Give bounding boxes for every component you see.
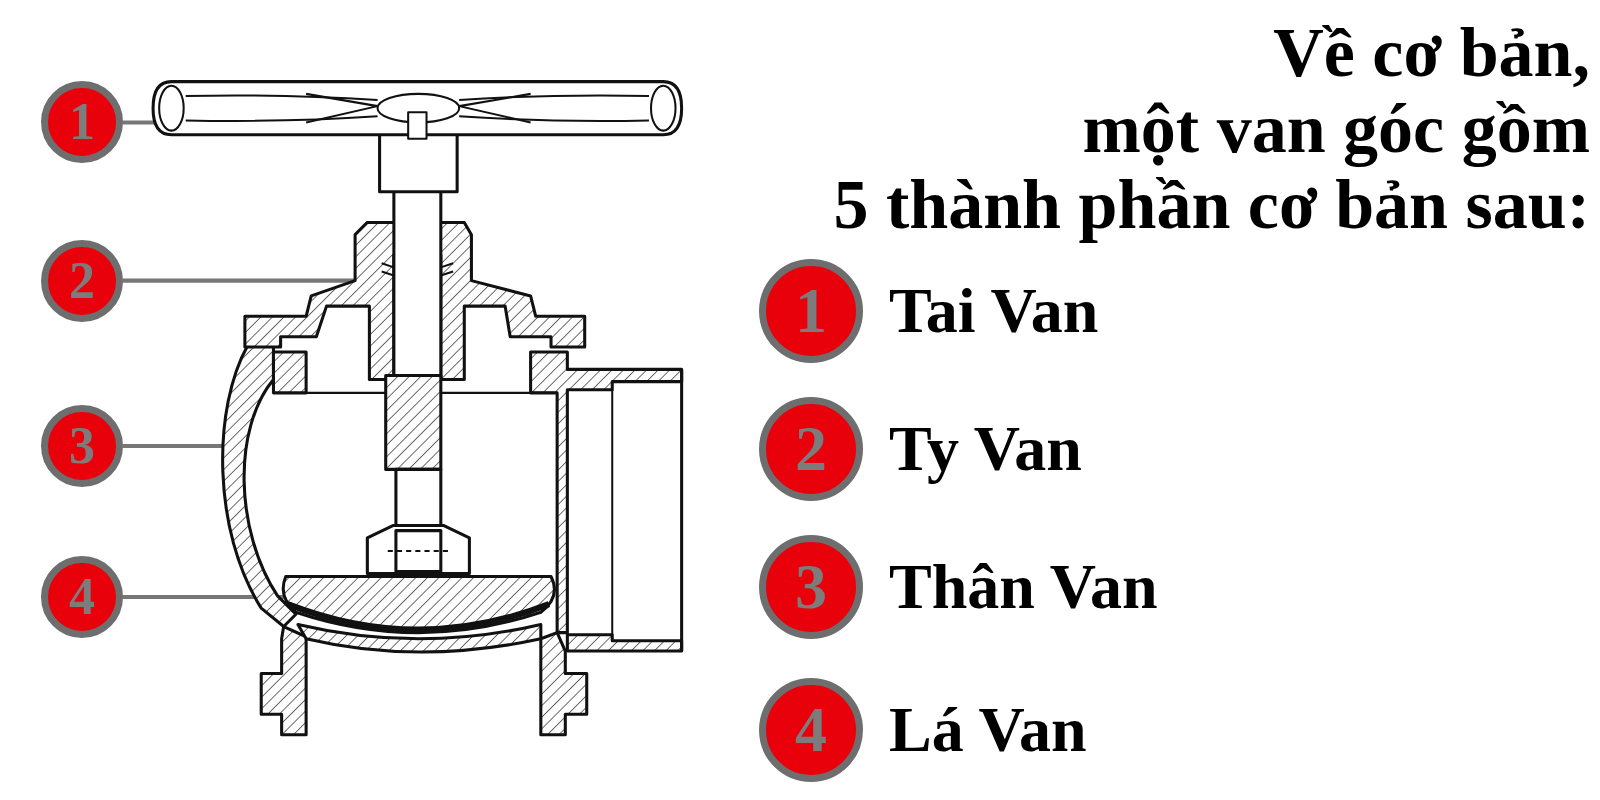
callout-node: 2 (41, 240, 123, 322)
callout-circle: 3 (759, 535, 863, 639)
part-item: 3 Thân Van (759, 535, 1158, 639)
callout-number: 4 (69, 571, 95, 623)
callout-circle: 1 (759, 259, 863, 363)
callout-number: 4 (795, 698, 827, 762)
title-block: Về cơ bản, một van góc gồm 5 thành phần … (790, 15, 1590, 243)
callout-node: 4 (41, 556, 123, 638)
valve-disc (283, 577, 554, 633)
callout-number: 1 (69, 96, 95, 148)
part-name: Tai Van (889, 276, 1098, 346)
callout-node: 1 (41, 81, 123, 163)
part-name: Lá Van (889, 695, 1086, 765)
part-item: 4 Lá Van (759, 678, 1086, 782)
callout-circle: 3 (41, 405, 123, 487)
part-item: 2 Ty Van (759, 397, 1082, 501)
callout-circle: 1 (41, 81, 123, 163)
callout-circle: 2 (41, 240, 123, 322)
part-name: Thân Van (889, 552, 1158, 622)
callout-circle: 2 (759, 397, 863, 501)
callout-number: 2 (795, 417, 827, 481)
callout-circle: 4 (41, 556, 123, 638)
heading: Về cơ bản, một van góc gồm 5 thành phần … (833, 14, 1590, 243)
callout-number: 2 (69, 255, 95, 307)
callout-number: 1 (795, 279, 827, 343)
callout-number: 3 (69, 420, 95, 472)
part-item: 1 Tai Van (759, 259, 1098, 363)
part-name: Ty Van (889, 414, 1082, 484)
valve-stem (394, 190, 441, 380)
callout-circle: 4 (759, 678, 863, 782)
callout-node: 3 (41, 405, 123, 487)
callout-number: 3 (795, 555, 827, 619)
